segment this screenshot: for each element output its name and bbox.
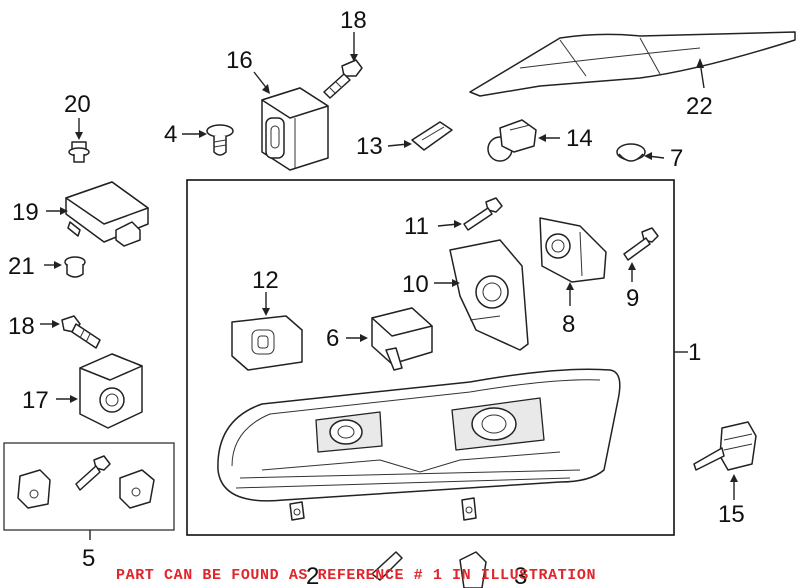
assembly-frame: [186, 179, 675, 536]
grommet-7: [616, 143, 646, 162]
callout-8: 8: [562, 311, 575, 338]
callout-14: 14: [566, 125, 593, 152]
callout-18-left: 18: [8, 313, 35, 340]
actuator-8: [539, 217, 607, 283]
callout-21: 21: [8, 253, 35, 280]
bolt-kit: [75, 455, 111, 491]
bracket-3-partial: [459, 551, 487, 588]
bracket-10: [449, 239, 529, 351]
bolt-2-partial: [371, 551, 403, 581]
callout-9: 9: [626, 285, 639, 312]
motor-6: [371, 307, 433, 371]
callout-20: 20: [64, 91, 91, 118]
callout-13: 13: [356, 133, 383, 160]
bolt-18-top: [323, 59, 363, 99]
bolt-11: [463, 197, 503, 231]
callout-19: 19: [12, 199, 39, 226]
bracket-left: [17, 469, 51, 509]
callout-12: 12: [252, 267, 279, 294]
hardware-kit-frame: [3, 442, 175, 531]
headlamp-housing: [217, 368, 621, 521]
callout-18-top: 18: [340, 7, 367, 34]
ballast-module: [261, 87, 329, 171]
callout-11: 11: [404, 213, 429, 240]
bulb-15: [693, 421, 757, 471]
trim-strip: [469, 31, 796, 97]
clip-13: [411, 121, 453, 151]
callout-17: 17: [22, 387, 49, 414]
bolt-18-left: [61, 315, 101, 349]
callout-15: 15: [718, 501, 745, 528]
cap-12: [231, 315, 303, 371]
callout-10: 10: [402, 271, 429, 298]
reference-notice: PART CAN BE FOUND AS REFERENCE # 1 IN IL…: [116, 567, 596, 584]
nut-21: [64, 256, 86, 278]
ballast-17: [79, 353, 143, 429]
callout-2: 2: [306, 563, 319, 588]
bulb-14: [487, 119, 537, 162]
arrow-22: [696, 58, 704, 68]
screw-4: [206, 124, 234, 156]
callout-4: 4: [164, 121, 177, 148]
bolt-20: [68, 141, 90, 163]
callout-22: 22: [686, 93, 713, 120]
callout-1: 1: [688, 339, 701, 366]
callout-16: 16: [226, 47, 253, 74]
control-module-19: [65, 181, 149, 247]
callout-5: 5: [82, 545, 95, 572]
callout-3: 3: [514, 563, 527, 588]
bracket-right: [119, 469, 155, 509]
callout-6: 6: [326, 325, 339, 352]
bolt-9: [623, 227, 659, 261]
callout-7: 7: [670, 145, 683, 172]
